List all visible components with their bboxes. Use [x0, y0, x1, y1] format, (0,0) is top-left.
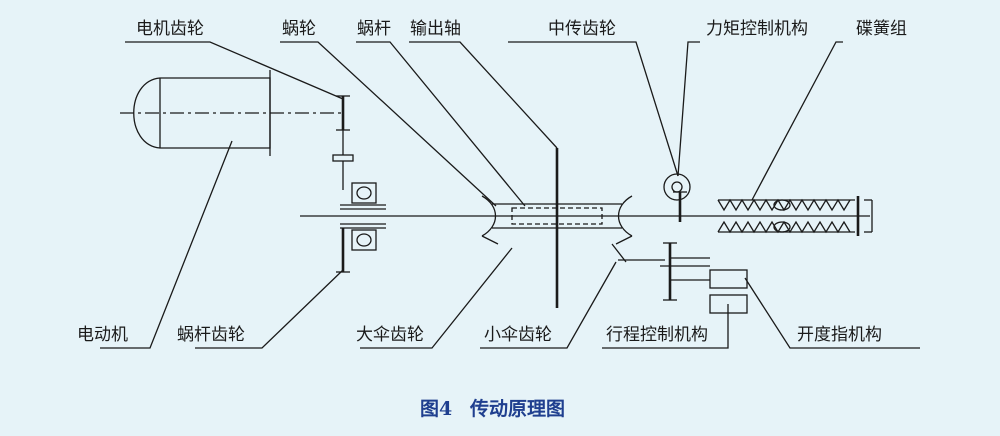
torque-control-circle	[663, 173, 691, 201]
label-worm-gear: 蜗杆齿轮	[177, 325, 245, 345]
leader-lines	[100, 41, 920, 349]
label-worm: 蜗杆	[357, 19, 391, 39]
label-small-bevel-gear: 小伞齿轮	[484, 325, 552, 345]
worm-bearing-assembly	[340, 182, 386, 251]
label-stroke-control: 行程控制机构	[606, 325, 708, 345]
motor-body	[120, 70, 343, 156]
disc-spring-set	[717, 196, 873, 236]
intermediate-gear-train	[660, 191, 710, 301]
label-worm-wheel: 蜗轮	[282, 19, 316, 39]
motor-gear-train	[332, 95, 354, 273]
caption-number: 图4	[420, 398, 452, 420]
label-motor-gear: 电机齿轮	[136, 19, 204, 39]
label-large-bevel-gear: 大伞齿轮	[356, 325, 424, 345]
bevel-gears	[481, 235, 665, 263]
label-opening-indicator: 开度指机构	[797, 325, 882, 345]
label-output-shaft: 输出轴	[410, 19, 461, 39]
label-torque-control: 力矩控制机构	[706, 19, 808, 39]
caption-title: 传动原理图	[469, 397, 565, 420]
label-disc-spring-set: 碟簧组	[856, 19, 907, 39]
label-intermediate-gear: 中传齿轮	[548, 19, 616, 39]
label-motor: 电动机	[77, 325, 128, 345]
